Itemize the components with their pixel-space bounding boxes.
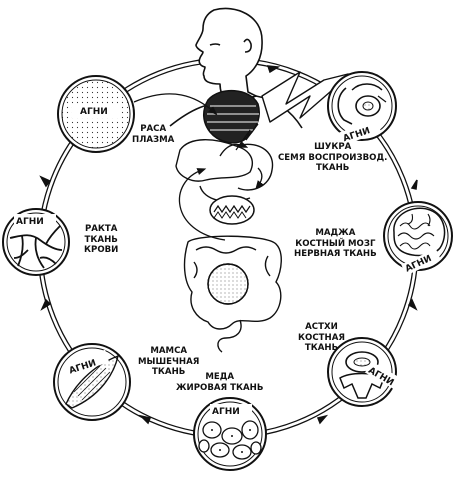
- intestines: [183, 235, 282, 353]
- label-shukra: ШУКРА СЕМЯ ВОСПРОИЗВОД. ТКАНЬ: [278, 142, 388, 173]
- mamsa-circle: [53, 343, 131, 421]
- internal-flow-arrows: [133, 93, 264, 241]
- heart-organ: [203, 89, 260, 144]
- agni-label-rakta: АГНИ: [16, 217, 44, 227]
- label-asthi: АСТХИ КОСТНАЯ ТКАНЬ: [298, 322, 345, 353]
- asthi-circle: [327, 337, 405, 407]
- label-rakta: РАКТА ТКАНЬ КРОВИ: [84, 224, 119, 255]
- rakta-circle: [2, 208, 70, 276]
- label-meda: МЕДА ЖИРОВАЯ ТКАНЬ: [176, 372, 264, 393]
- ring-arrows: [39, 65, 418, 425]
- majja-circle: [383, 201, 453, 276]
- label-mamsa: МАМСА МЫШЕЧНАЯ ТКАНЬ: [138, 346, 200, 377]
- pancreas-organ: [209, 195, 255, 225]
- label-rasa: РАСА ПЛАЗМА: [132, 124, 175, 145]
- label-majja: МАДЖА КОСТНЫЙ МОЗГ НЕРВНАЯ ТКАНЬ: [294, 228, 377, 259]
- agni-label-meda: АГНИ: [212, 407, 240, 417]
- agni-label-rasa: АГНИ: [80, 107, 108, 117]
- meda-circle: [193, 397, 267, 471]
- digestive-organs: [175, 139, 274, 203]
- shukra-circle: [327, 71, 397, 145]
- rasa-circle: [57, 75, 135, 153]
